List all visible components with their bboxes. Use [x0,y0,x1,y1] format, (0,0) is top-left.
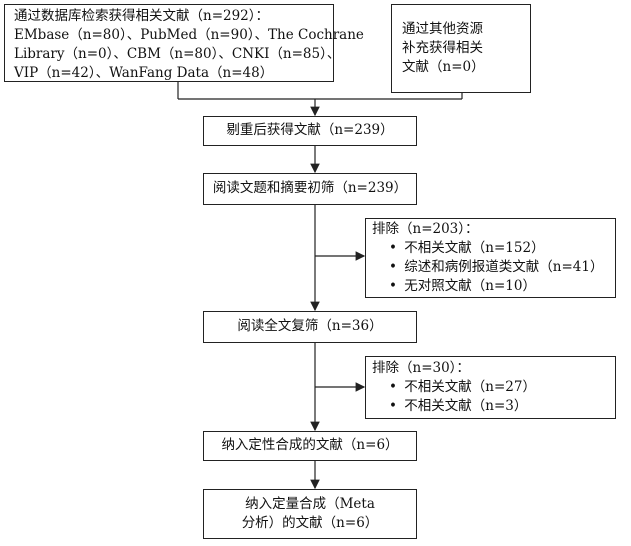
exclude1-item: • 无对照文献（n=10） [389,278,536,294]
box-qualitative-synthesis [203,431,417,461]
other-line-3: 文献（n=0） [402,59,485,75]
box-title-abstract-screening [203,173,417,205]
box-fulltext-screening [203,311,417,343]
exclude1-item: • 综述和病例报道类文献（n=41） [389,259,604,275]
qual-label: 纳入定性合成的文献（n=6） [221,437,399,453]
box-quantitative-synthesis [203,489,417,539]
box-deduplicated [203,116,417,146]
exclude2-item: • 不相关文献（n=3） [389,398,528,414]
db-line-1: 通过数据库检索获得相关文献（n=292）： [14,8,270,24]
exclude1-title: 排除（n=203）： [372,221,479,237]
other-line-1: 通过其他资源 [402,21,483,37]
db-line-4: VIP（n=42）、WanFang Data（n=48） [14,65,274,81]
other-line-2: 补充获得相关 [402,40,483,56]
dedup-label: 剔重后获得文献（n=239） [226,122,394,138]
db-line-2: EMbase（n=80）、PubMed（n=90）、The Cochrane [14,27,364,43]
box-database-search [4,4,334,82]
screen-label: 阅读文题和摘要初筛（n=239） [212,180,408,196]
quant-line-2: 分析）的文献（n=6） [241,515,379,531]
box-exclusion-1 [365,218,616,298]
fulltext-label: 阅读全文复筛（n=36） [237,318,383,334]
exclude1-item: • 不相关文献（n=152） [389,240,545,256]
box-other-sources [391,4,531,93]
db-line-3: Library（n=0）、CBM（n=80）、CNKI（n=85）、 [14,46,341,62]
box-exclusion-2 [365,356,616,419]
exclude2-item: • 不相关文献（n=27） [389,379,536,395]
exclude2-title: 排除（n=30）： [372,360,470,376]
quant-line-1: 纳入定量合成（Meta [245,496,375,512]
